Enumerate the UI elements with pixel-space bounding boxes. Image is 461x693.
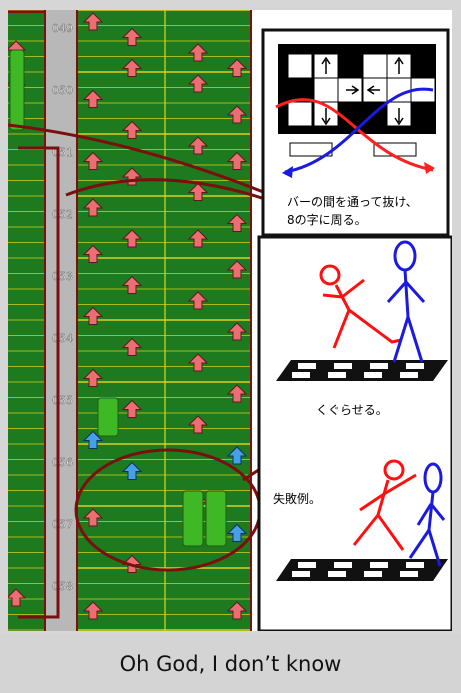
panel-top-text-line1: バーの間を通って抜け、 bbox=[287, 195, 418, 209]
measure-label: 053 bbox=[52, 270, 73, 283]
stick-figure-icon bbox=[352, 459, 417, 551]
caption-text: Oh God, I don’t know bbox=[119, 651, 342, 676]
measure-label: 054 bbox=[52, 332, 73, 345]
panel-top-text-line2: 8の字に周る。 bbox=[287, 212, 367, 227]
beat-gridlines bbox=[8, 10, 250, 631]
panel-bottom: くぐらせる。 失敗例。 bbox=[257, 235, 452, 631]
panel-top: バーの間を通って抜け、 8の字に周る。 bbox=[261, 28, 450, 237]
measure-label: 050 bbox=[52, 84, 73, 97]
measure-label: 057 bbox=[52, 518, 73, 531]
dance-pad-icon bbox=[276, 559, 448, 581]
label-ok: くぐらせる。 bbox=[316, 403, 388, 417]
caption-bar: Oh God, I don’t know bbox=[0, 634, 461, 693]
stick-figure-icon bbox=[408, 462, 446, 567]
separator-band bbox=[46, 10, 76, 631]
label-fail: 失敗例。 bbox=[273, 491, 321, 506]
measure-label: 049 bbox=[52, 22, 73, 35]
stick-figure-icon bbox=[386, 240, 426, 363]
stick-figure-icon bbox=[319, 264, 402, 349]
freeze-arrow-icon bbox=[9, 49, 227, 547]
measure-label: 058 bbox=[52, 580, 73, 593]
dance-pad-icon bbox=[276, 360, 448, 381]
step-arrow-icon bbox=[321, 56, 404, 126]
measure-label: 052 bbox=[52, 208, 73, 221]
measure-label: 055 bbox=[52, 394, 73, 407]
measure-label: 056 bbox=[52, 456, 73, 469]
